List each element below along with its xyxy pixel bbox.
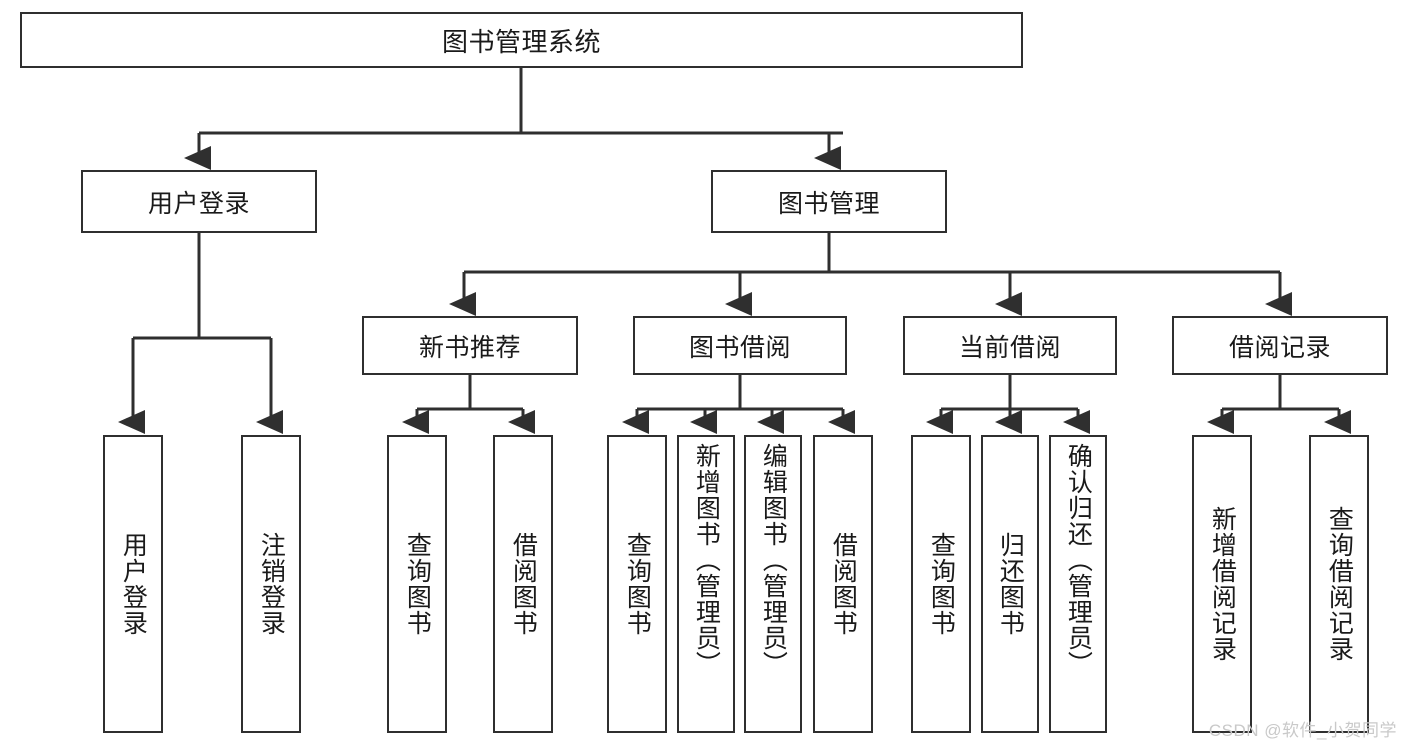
node-book-borrow[interactable]: 图书借阅 — [633, 316, 847, 375]
leaf-book-borrow-query-book[interactable]: 查询图书 — [607, 435, 667, 733]
leaf-book-borrow-edit-book-admin[interactable]: 编辑图书（管理员） — [744, 435, 802, 733]
leaf-label: 用户登录 — [119, 532, 148, 636]
leaf-book-borrow-add-book-admin[interactable]: 新增图书（管理员） — [677, 435, 735, 733]
leaf-book-borrow-borrow-book[interactable]: 借阅图书 — [813, 435, 873, 733]
node-label: 用户登录 — [147, 189, 250, 218]
leaf-label: 查询图书 — [403, 532, 432, 636]
node-current-borrow[interactable]: 当前借阅 — [903, 316, 1117, 375]
leaf-label: 借阅图书 — [509, 532, 538, 636]
node-book-management[interactable]: 图书管理 — [711, 170, 947, 233]
leaf-user-login-logout[interactable]: 注销登录 — [241, 435, 301, 733]
node-borrow-record[interactable]: 借阅记录 — [1172, 316, 1388, 375]
leaf-borrow-record-add-record[interactable]: 新增借阅记录 — [1192, 435, 1252, 733]
node-root-book-management-system[interactable]: 图书管理系统 — [20, 12, 1023, 68]
node-label: 新书推荐 — [418, 333, 521, 362]
leaf-label: 查询图书 — [927, 532, 956, 636]
leaf-current-borrow-query-book[interactable]: 查询图书 — [911, 435, 971, 733]
leaf-label: 新增图书（管理员） — [692, 443, 721, 677]
leaf-label: 借阅图书 — [829, 532, 858, 636]
leaf-borrow-record-query-record[interactable]: 查询借阅记录 — [1309, 435, 1369, 733]
leaf-label: 查询图书 — [623, 532, 652, 636]
node-label: 图书借阅 — [688, 333, 791, 362]
node-user-login[interactable]: 用户登录 — [81, 170, 317, 233]
watermark-text: CSDN @软件_小贺同学 — [1208, 721, 1397, 740]
node-label: 借阅记录 — [1228, 333, 1331, 362]
leaf-current-borrow-confirm-return-admin[interactable]: 确认归还（管理员） — [1049, 435, 1107, 733]
node-label: 当前借阅 — [958, 333, 1061, 362]
leaf-label: 归还图书 — [996, 532, 1025, 636]
leaf-label: 查询借阅记录 — [1325, 506, 1354, 662]
node-label: 图书管理 — [777, 189, 880, 218]
leaf-new-book-borrow-book[interactable]: 借阅图书 — [493, 435, 553, 733]
leaf-label: 注销登录 — [257, 532, 286, 636]
node-new-book-recommend[interactable]: 新书推荐 — [362, 316, 578, 375]
leaf-label: 编辑图书（管理员） — [759, 443, 788, 677]
leaf-label: 新增借阅记录 — [1208, 506, 1237, 662]
node-label: 图书管理系统 — [441, 26, 601, 57]
leaf-current-borrow-return-book[interactable]: 归还图书 — [981, 435, 1039, 733]
leaf-user-login-login[interactable]: 用户登录 — [103, 435, 163, 733]
leaf-new-book-query-book[interactable]: 查询图书 — [387, 435, 447, 733]
leaf-label: 确认归还（管理员） — [1064, 443, 1093, 677]
